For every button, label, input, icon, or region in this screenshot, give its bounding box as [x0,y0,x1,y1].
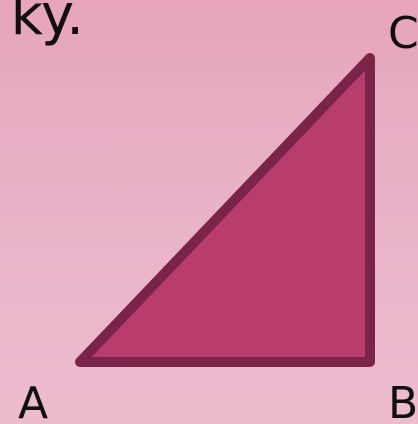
heading-text-fragment: ky. [10,0,84,48]
vertex-label-b: B [388,378,418,424]
vertex-label-a: A [18,378,49,424]
vertex-label-c: C [388,8,418,59]
right-triangle [75,53,375,367]
